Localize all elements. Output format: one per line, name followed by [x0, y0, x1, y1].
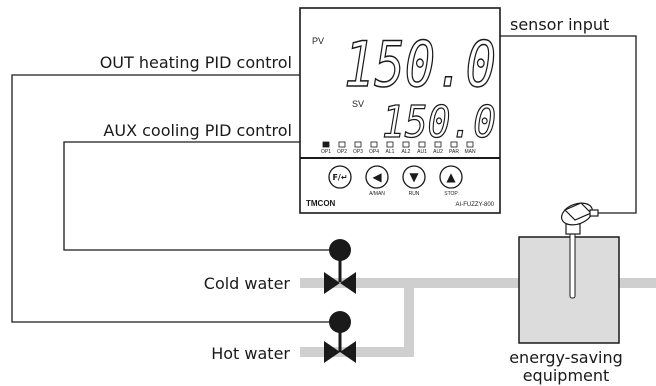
sensor-gland [589, 209, 599, 217]
indicator-label-par: PAR [449, 149, 459, 155]
up-button-ring[interactable] [439, 165, 463, 189]
hot-valve-right [340, 341, 356, 363]
left-button-label: A/MAN [369, 191, 385, 197]
indicator-label-au1: AU1 [417, 149, 427, 155]
hot-pipe-riser [404, 283, 414, 355]
cold-water-valve-icon [324, 239, 356, 294]
indicator-label-op3: OP3 [353, 149, 363, 155]
cold-valve-actuator [329, 239, 351, 261]
sensor-input-label: sensor input [510, 15, 609, 34]
aux-cooling-line [63, 141, 340, 251]
cold-pipe-right [356, 278, 656, 288]
indicator-led-al1 [386, 141, 394, 148]
indicator-label-au2: AU2 [433, 149, 443, 155]
function-enter-button-icon: F/↵ [332, 173, 347, 182]
equipment-label-line1: energy-saving [509, 348, 623, 367]
cold-valve-left [324, 272, 340, 294]
controller-buttons: F/↵ ◀ A/MAN ▼ RUN ▲ STOP [328, 165, 463, 197]
down-button-label: RUN [409, 191, 420, 197]
indicator-led-au2 [434, 141, 442, 148]
left-button[interactable]: ◀ A/MAN [365, 165, 389, 197]
controller-model: AI-FUZZY-800 [456, 202, 495, 208]
indicator-led-au1 [418, 141, 426, 148]
controller-brand: TMCON [306, 199, 336, 208]
hot-water-label: Hot water [211, 344, 290, 363]
tank-body [518, 236, 620, 344]
hot-pipe-right [356, 347, 414, 357]
indicator-label-op2: OP2 [337, 149, 347, 155]
aux-cooling-label: AUX cooling PID control [103, 121, 292, 140]
indicator-label-al2: AL2 [402, 149, 411, 155]
hot-water-valve-icon [324, 311, 356, 363]
left-button-icon: ◀ [372, 170, 382, 184]
indicator-led-op3 [354, 141, 362, 148]
indicator-led-op4 [370, 141, 378, 148]
energy-saving-tank [518, 231, 620, 344]
down-button[interactable]: ▼ RUN [402, 165, 426, 197]
sensor-probe [569, 231, 576, 299]
indicator-leds: OP1 OP2 OP3 OP4 AL1 AL2 AU1 AU2 PAR MAN [321, 141, 476, 155]
left-button-ring[interactable] [365, 165, 389, 189]
indicator-led-al2 [402, 141, 410, 148]
down-button-icon: ▼ [409, 170, 419, 184]
sensor-input-line [500, 35, 637, 214]
hot-valve-left [324, 341, 340, 363]
up-button[interactable]: ▲ STOP [439, 165, 463, 197]
indicator-led-op2 [338, 141, 346, 148]
indicator-led-par [450, 141, 458, 148]
indicator-label-man: MAN [464, 149, 476, 155]
indicator-led-man [466, 141, 474, 148]
temperature-sensor-icon [560, 202, 599, 235]
indicator-label-op4: OP4 [369, 149, 379, 155]
controller-divider [300, 157, 500, 159]
out-heating-label: OUT heating PID control [100, 53, 292, 72]
cold-water-label: Cold water [204, 274, 291, 293]
indicator-label-al1: AL1 [386, 149, 395, 155]
function-enter-button[interactable]: F/↵ [328, 165, 352, 189]
signal-lines [11, 35, 637, 323]
up-button-label: STOP [444, 191, 458, 197]
hot-valve-actuator [329, 311, 351, 333]
pv-label: PV [312, 36, 324, 46]
up-button-icon: ▲ [446, 170, 456, 184]
sv-display: 150.0 [382, 97, 496, 148]
down-button-ring[interactable] [402, 165, 426, 189]
cold-valve-right [340, 272, 356, 294]
indicator-label-op1: OP1 [321, 149, 331, 155]
equipment-label-line2: equipment [523, 366, 610, 385]
sensor-neck [565, 223, 581, 235]
indicator-led-op1 [322, 141, 330, 148]
function-enter-button-ring[interactable] [328, 165, 352, 189]
out-heating-line [11, 74, 340, 323]
sv-label: SV [352, 99, 364, 109]
pv-display: 150.0 [344, 28, 496, 101]
